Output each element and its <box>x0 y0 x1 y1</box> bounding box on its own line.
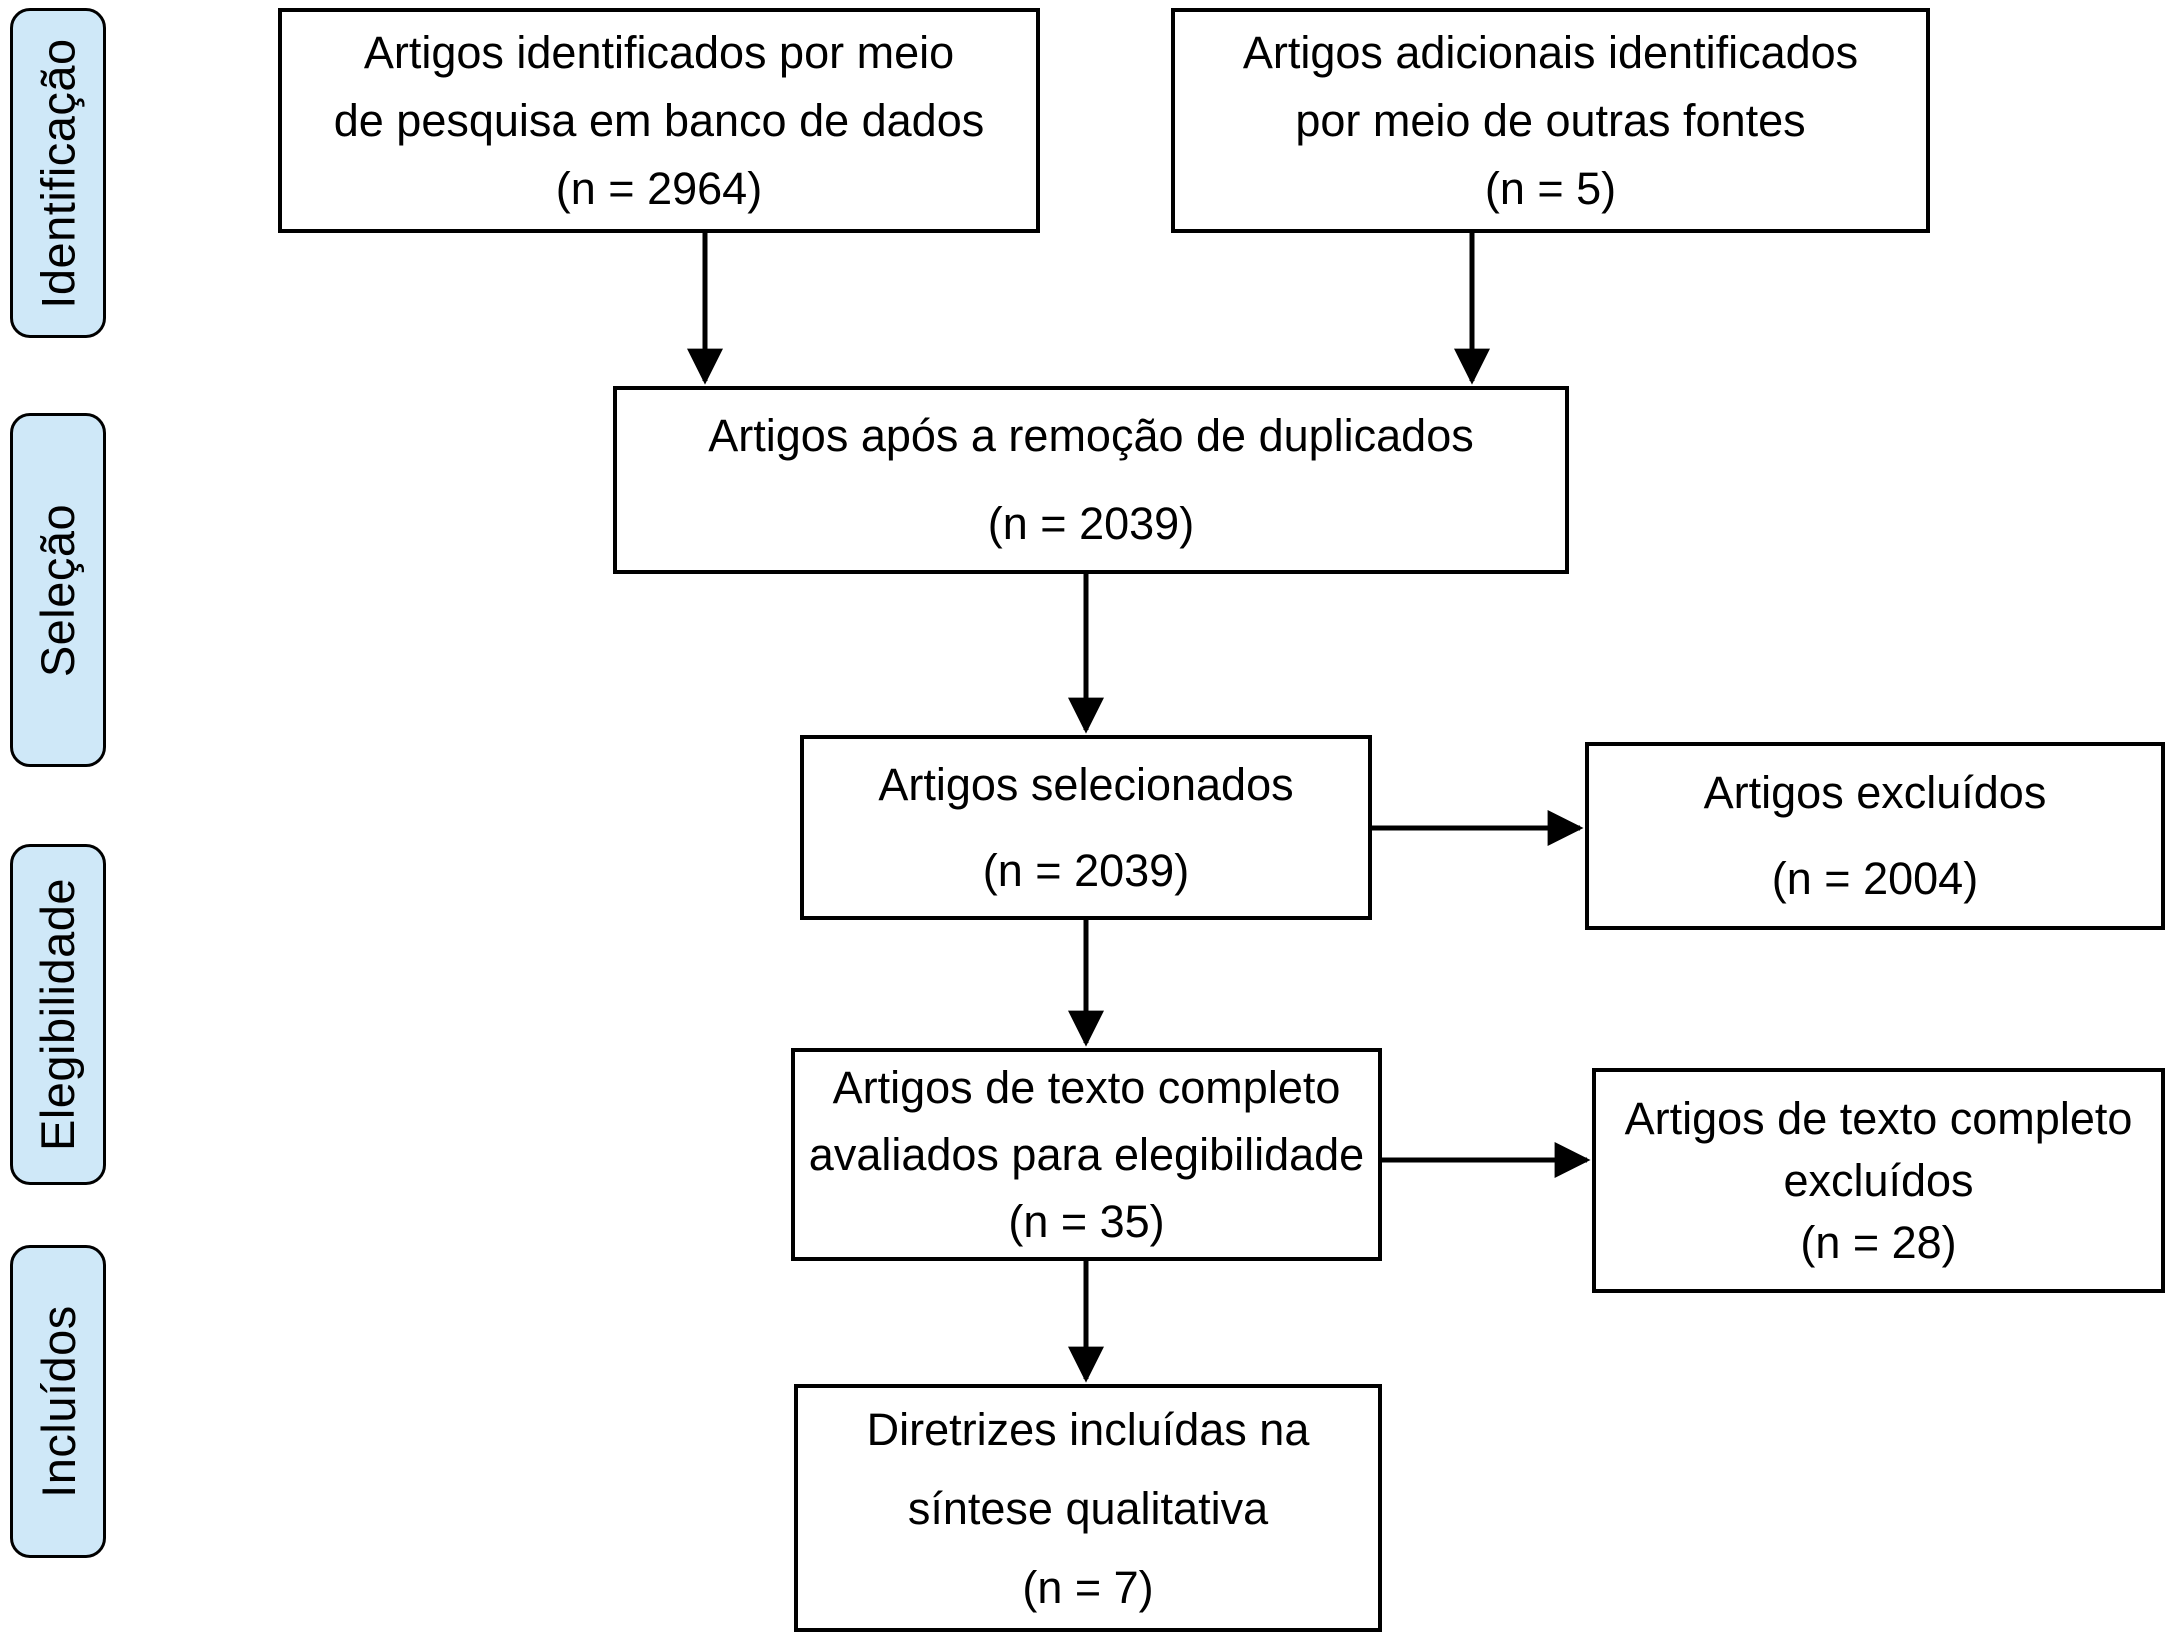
stage-label-elegibilidade: Elegibilidade <box>10 844 106 1185</box>
box-text-line: excluídos <box>1783 1154 1974 1206</box>
box-text-line: de pesquisa em banco de dados <box>333 94 985 146</box>
box-count: (n = 28) <box>1800 1216 1957 1268</box>
box-count: (n = 5) <box>1484 162 1617 214</box>
box-identified-other-sources: Artigos adicionais identificados por mei… <box>1171 8 1930 233</box>
box-text-line: Artigos selecionados <box>878 758 1294 810</box>
box-identified-database: Artigos identificados por meio de pesqui… <box>278 8 1040 233</box>
stage-label-identificacao: Identificação <box>10 8 106 338</box>
box-text-line: Artigos de texto completo <box>1624 1092 2133 1144</box>
box-count: (n = 35) <box>1008 1196 1165 1247</box>
box-text-line: Artigos adicionais identificados <box>1242 26 1859 78</box>
box-text-line: Artigos identificados por meio <box>363 26 955 78</box>
box-fulltext-assessed: Artigos de texto completo avaliados para… <box>791 1048 1382 1261</box>
box-articles-screened: Artigos selecionados (n = 2039) <box>800 735 1372 920</box>
box-text-line: síntese qualitativa <box>907 1482 1269 1534</box>
stage-label-text: Elegibilidade <box>31 877 85 1152</box>
box-count: (n = 2004) <box>1771 853 1979 904</box>
box-articles-excluded: Artigos excluídos (n = 2004) <box>1585 742 2165 930</box>
box-count: (n = 2039) <box>982 844 1190 896</box>
box-after-duplicates-removed: Artigos após a remoção de duplicados (n … <box>613 386 1569 574</box>
box-fulltext-excluded: Artigos de texto completo excluídos (n =… <box>1592 1068 2165 1293</box>
stage-label-text: Identificação <box>31 37 85 309</box>
box-count: (n = 7) <box>1022 1561 1154 1613</box>
stage-label-incluidos: Incluídos <box>10 1245 106 1558</box>
stage-label-text: Incluídos <box>31 1305 85 1498</box>
box-text-line: por meio de outras fontes <box>1295 94 1806 146</box>
box-count: (n = 2964) <box>555 162 763 214</box>
box-text-line: Artigos após a remoção de duplicados <box>708 410 1474 461</box>
box-count: (n = 2039) <box>987 498 1195 549</box>
box-text-line: Diretrizes incluídas na <box>866 1403 1310 1455</box>
stage-label-text: Seleção <box>31 503 85 677</box>
box-text-line: Artigos excluídos <box>1703 767 2047 818</box>
box-text-line: avaliados para elegibilidade <box>808 1129 1365 1180</box>
box-text-line: Artigos de texto completo <box>832 1062 1341 1113</box>
stage-label-selecao: Seleção <box>10 413 106 767</box>
box-included-qualitative-synthesis: Diretrizes incluídas na síntese qualitat… <box>794 1384 1382 1632</box>
